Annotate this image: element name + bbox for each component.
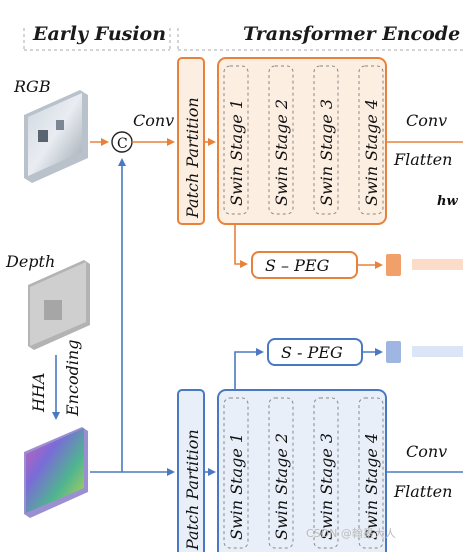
top-swin-stages-block: Swin Stage 1 Swin Stage 2 Swin Stage 3 S… <box>217 57 387 225</box>
top-swin-stage-2: Swin Stage 2 <box>272 99 291 206</box>
bottom-peg-token <box>386 341 401 363</box>
top-s-peg-label: S – PEG <box>265 256 330 275</box>
top-peg-token <box>386 254 401 276</box>
top-conv-label: Conv <box>406 111 447 130</box>
rgb-label: RGB <box>13 77 51 96</box>
concat-node: C <box>111 131 133 153</box>
fusion-conv-label: Conv <box>133 111 174 130</box>
bottom-swin-stage-4: Swin Stage 4 <box>362 433 381 540</box>
transformer-encoder-title: Transformer Encode <box>243 23 460 45</box>
bottom-swin-stages-block: Swin Stage 1 Swin Stage 2 Swin Stage 3 S… <box>217 389 387 557</box>
concat-symbol: C <box>117 136 128 152</box>
top-swin-stage-3: Swin Stage 3 <box>317 99 336 206</box>
top-patch-partition: Patch Partition <box>177 57 205 225</box>
top-swin-stage-4: Swin Stage 4 <box>362 99 381 206</box>
early-fusion-title: Early Fusion <box>32 23 166 45</box>
bottom-patch-partition-label: Patch Partition <box>183 429 202 551</box>
top-flatten-label: Flatten <box>393 150 452 169</box>
bottom-conv-label: Conv <box>406 442 447 461</box>
depth-image <box>28 260 90 350</box>
bottom-s-peg-label: S - PEG <box>281 343 343 362</box>
hha-image <box>24 427 88 518</box>
top-token-sequence <box>412 259 463 270</box>
rgb-image <box>24 90 88 183</box>
top-to-peg-arrow <box>234 224 248 268</box>
bottom-s-peg-block: S - PEG <box>267 338 363 366</box>
bottom-swin-stage-1: Swin Stage 1 <box>227 433 246 540</box>
depth-label: Depth <box>5 252 55 271</box>
encoding-label: Encoding <box>63 340 82 417</box>
bottom-swin-stage-3: Swin Stage 3 <box>317 433 336 540</box>
top-swin-stage-1: Swin Stage 1 <box>227 99 246 206</box>
transformer-encoder-header: Transformer Encode <box>177 23 463 51</box>
early-fusion-header: Early Fusion <box>23 23 171 51</box>
top-hw-label: hw <box>437 194 458 209</box>
bottom-swin-stage-2: Swin Stage 2 <box>272 433 291 540</box>
bottom-flatten-label: Flatten <box>393 482 452 501</box>
top-s-peg-block: S – PEG <box>251 251 358 279</box>
bottom-token-sequence <box>412 346 463 357</box>
top-patch-partition-label: Patch Partition <box>183 97 202 219</box>
bottom-to-peg-arrow <box>234 348 264 390</box>
hha-label: HHA <box>29 373 48 413</box>
watermark: CSDN @翰墨大人 <box>306 526 396 540</box>
bottom-patch-partition: Patch Partition <box>177 389 205 557</box>
